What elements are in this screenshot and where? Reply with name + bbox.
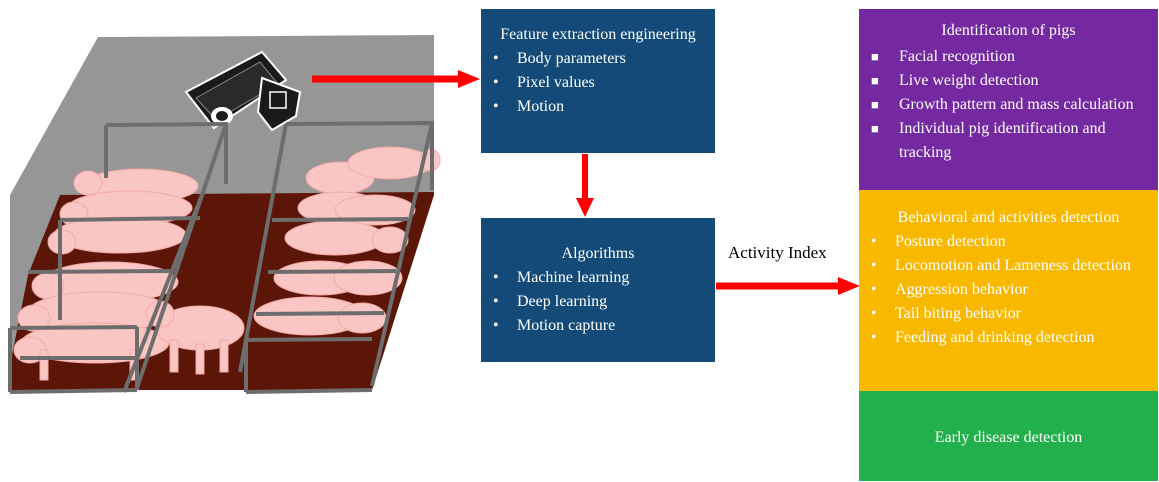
- feature-extraction-box: Feature extraction engineering • Body par…: [481, 9, 715, 153]
- list-item: ■ Live weight detection: [871, 69, 1158, 93]
- bullet-marker: •: [493, 293, 499, 310]
- list-item: • Posture detection: [871, 230, 1158, 254]
- bullet-marker: •: [493, 50, 499, 67]
- list-item-text: Motion capture: [517, 317, 616, 334]
- list-item: • Deep learning: [493, 290, 715, 314]
- bullet-marker: •: [493, 74, 499, 91]
- algorithms-box: Algorithms • Machine learning • Deep learn…: [481, 218, 715, 362]
- arrow-algorithms-to-detection: [716, 277, 860, 295]
- list-item: • Feeding and drinking detection: [871, 326, 1158, 350]
- activity-index-label: Activity Index: [728, 243, 827, 262]
- list-item-text: Growth pattern and mass calculation: [899, 96, 1134, 113]
- identification-box: Identification of pigs ■ Facial recogniti…: [859, 9, 1158, 190]
- arrow-feature-to-algorithms: [576, 154, 594, 217]
- list-item-text: Motion: [517, 98, 565, 115]
- bullet-marker: •: [871, 329, 877, 346]
- list-item: • Aggression behavior: [871, 278, 1158, 302]
- bullet-marker: •: [871, 281, 877, 298]
- list-item: • Pixel values: [493, 71, 715, 95]
- bullet-marker: •: [871, 257, 877, 274]
- list-item: • Motion: [493, 95, 715, 119]
- list-item: • Machine learning: [493, 266, 715, 290]
- bullet-marker: •: [871, 233, 877, 250]
- algorithms-list: • Machine learning • Deep learning • Motion…: [493, 266, 715, 338]
- list-item-text: Facial recognition: [899, 48, 1015, 65]
- bullet-marker: •: [871, 305, 877, 322]
- list-item-text: Individual pig identification and tracki…: [899, 120, 1106, 161]
- bullet-marker: ■: [871, 49, 879, 64]
- list-item: ■ Facial recognition: [871, 45, 1158, 69]
- early-disease-box: Early disease detection: [859, 391, 1158, 481]
- early-disease-title: Early disease detection: [934, 429, 1083, 446]
- list-item-text: Feeding and drinking detection: [895, 329, 1095, 346]
- pig-in-aisle: [145, 300, 245, 375]
- list-item: • Tail biting behavior: [871, 302, 1158, 326]
- list-item-text: Aggression behavior: [895, 281, 1028, 298]
- camera-icon: [184, 50, 302, 132]
- list-item: ■ Growth pattern and mass calculation: [871, 93, 1158, 117]
- bullet-marker: •: [493, 317, 499, 334]
- pig-group-left-pen: [13, 168, 199, 381]
- list-item-text: Pixel values: [517, 74, 595, 91]
- list-item-text: Deep learning: [517, 293, 608, 310]
- list-item-text: Locomotion and Lameness detection: [895, 257, 1131, 274]
- behavior-detection-title: Behavioral and activities detection: [897, 209, 1120, 226]
- behavior-detection-list: • Posture detection • Locomotion and Lamen…: [871, 230, 1158, 350]
- list-item-text: Posture detection: [895, 233, 1006, 250]
- list-item-text: Tail biting behavior: [895, 305, 1021, 322]
- list-item: • Locomotion and Lameness detection: [871, 254, 1158, 278]
- identification-list: ■ Facial recognition ■ Live weight detecti…: [871, 45, 1158, 165]
- list-item: • Body parameters: [493, 47, 715, 71]
- identification-title: Identification of pigs: [941, 22, 1076, 39]
- list-item: ■ Individual pig identification and track…: [871, 117, 1158, 165]
- algorithms-title: Algorithms: [561, 245, 635, 262]
- pig-group-right-pen: [253, 146, 441, 336]
- bullet-marker: •: [493, 269, 499, 286]
- bullet-marker: ■: [871, 97, 879, 112]
- feature-extraction-title: Feature extraction engineering: [500, 26, 696, 43]
- list-item-text: Body parameters: [517, 50, 626, 67]
- feature-extraction-list: • Body parameters • Pixel values • Motion: [493, 47, 715, 119]
- bullet-marker: ■: [871, 121, 879, 136]
- behavior-detection-box: Behavioral and activities detection • Pos…: [859, 190, 1158, 391]
- list-item-text: Live weight detection: [899, 72, 1039, 89]
- arrow-camera-to-feature: [312, 70, 480, 88]
- bullet-marker: •: [493, 98, 499, 115]
- bullet-marker: ■: [871, 73, 879, 88]
- pen-fences: [8, 120, 434, 394]
- list-item: • Motion capture: [493, 314, 715, 338]
- list-item-text: Machine learning: [517, 269, 630, 286]
